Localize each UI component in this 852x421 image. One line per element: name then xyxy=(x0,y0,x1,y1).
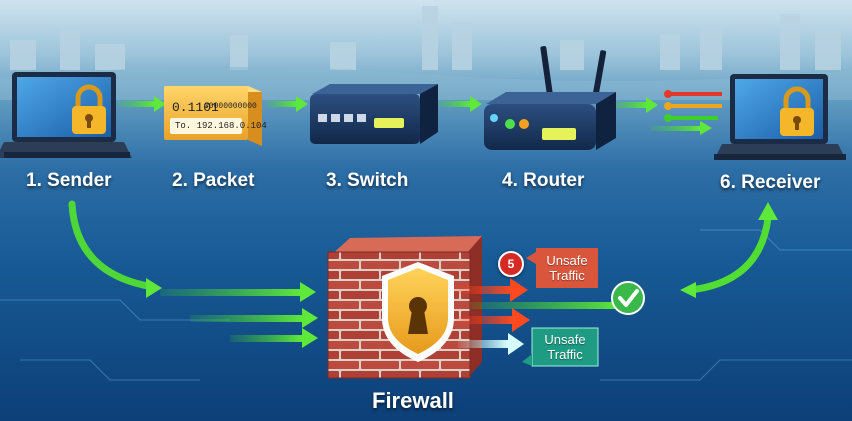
step-badge: 5 xyxy=(498,251,524,277)
router-icon xyxy=(484,46,616,150)
unsafe-traffic-top-label: Unsafe Traffic xyxy=(546,253,588,283)
switch-icon xyxy=(310,84,438,144)
packet-label: 2. Packet xyxy=(172,170,255,191)
arrow-router-to-receiver xyxy=(612,97,658,113)
skyline-background xyxy=(10,6,841,70)
sender-laptop-icon xyxy=(0,72,132,158)
blocked-traffic-arrows xyxy=(454,278,530,355)
sender-label: 1. Sender xyxy=(26,170,112,191)
receiver-label: 6. Receiver xyxy=(720,172,821,193)
allowed-traffic-arrow xyxy=(470,302,620,309)
firewall-label: Firewall xyxy=(372,388,454,413)
checkmark-icon xyxy=(611,281,645,315)
packet-address: To. 192.168.0.104 xyxy=(175,121,267,131)
unsafe-traffic-bottom-label: Unsafe Traffic xyxy=(544,332,586,362)
unsafe-traffic-tag-bottom xyxy=(531,327,599,367)
arrow-firewall-to-receiver xyxy=(680,202,778,298)
packet-bits-small: 00000000000 xyxy=(204,102,257,111)
top-flow-arrows xyxy=(118,96,658,113)
switch-label: 3. Switch xyxy=(326,170,409,191)
padlock-icon xyxy=(72,84,106,134)
arrow-packet-to-switch xyxy=(266,96,308,112)
router-label: 4. Router xyxy=(502,170,585,191)
packet-bits: 0.1101 xyxy=(172,100,219,115)
unsafe-traffic-tag-top xyxy=(536,248,598,288)
arrow-sender-to-firewall xyxy=(68,200,162,298)
keyhole-icon xyxy=(408,297,428,334)
arrow-sender-to-packet xyxy=(118,96,166,112)
arrow-switch-to-router xyxy=(438,96,482,112)
incoming-traffic-arrows xyxy=(160,282,318,348)
circuit-lines xyxy=(0,229,852,381)
signal-lines xyxy=(650,90,722,135)
tag-pointer xyxy=(522,354,532,366)
package-icon xyxy=(164,86,262,146)
tag-pointer xyxy=(526,252,536,264)
padlock-icon xyxy=(780,86,814,136)
